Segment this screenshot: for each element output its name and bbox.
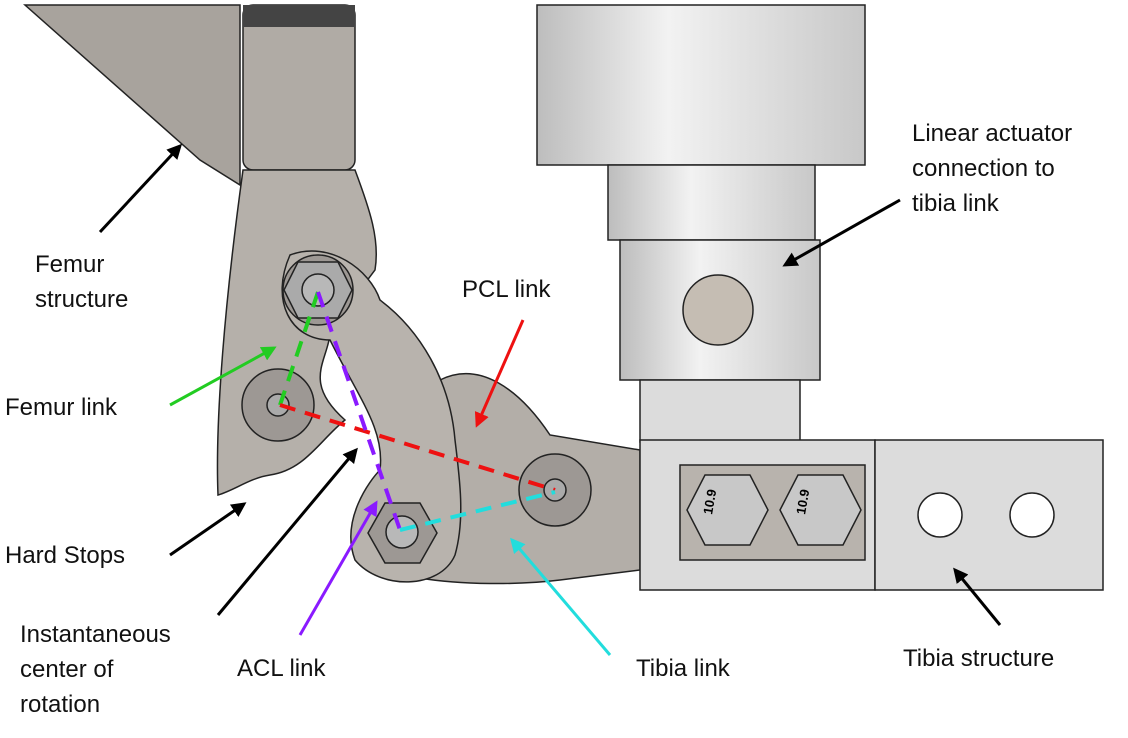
- label-femur-structure: Femur structure: [35, 251, 129, 313]
- bolt-grade-1: 10.9: [700, 488, 719, 516]
- femur-block: [242, 4, 356, 171]
- label-acl-link: ACL link: [237, 655, 326, 682]
- arrow-linear-actuator: [782, 198, 901, 267]
- arrow-instantaneous-center: [216, 447, 358, 616]
- arrow-acl-link: [298, 500, 378, 636]
- acl-link-line: [316, 291, 402, 531]
- arrow-femur-structure: [98, 143, 183, 234]
- femur-link-line: [278, 291, 320, 406]
- label-hard-stops: Hard Stops: [5, 542, 126, 569]
- label-tibia-link: Tibia link: [636, 655, 730, 682]
- label-instantaneous-center: Instantaneous center of rotation: [20, 621, 171, 718]
- actuator-body: [536, 4, 866, 166]
- label-pcl-link: PCL link: [462, 276, 551, 303]
- label-linear-actuator: Linear actuator connection to tibia link: [912, 120, 1073, 217]
- femur-diagonal-bar: [23, 4, 241, 187]
- bolt-grade-2: 10.9: [793, 488, 812, 516]
- label-femur-link: Femur link: [5, 394, 118, 421]
- bolt-1: [686, 474, 769, 546]
- bolt-2: [779, 474, 862, 546]
- arrow-tibia-structure: [953, 567, 1002, 626]
- arrow-tibia-link: [510, 537, 612, 656]
- arrow-hard-stops: [169, 502, 247, 557]
- tibia-link-line: [399, 490, 556, 532]
- pcl-link-line: [279, 403, 556, 492]
- label-tibia-structure: Tibia structure: [903, 645, 1055, 672]
- tibia-structure-block: [874, 439, 1104, 591]
- arrow-femur-link: [169, 346, 277, 407]
- arrow-pcl-link: [474, 319, 525, 428]
- acl-link-part: [281, 250, 462, 583]
